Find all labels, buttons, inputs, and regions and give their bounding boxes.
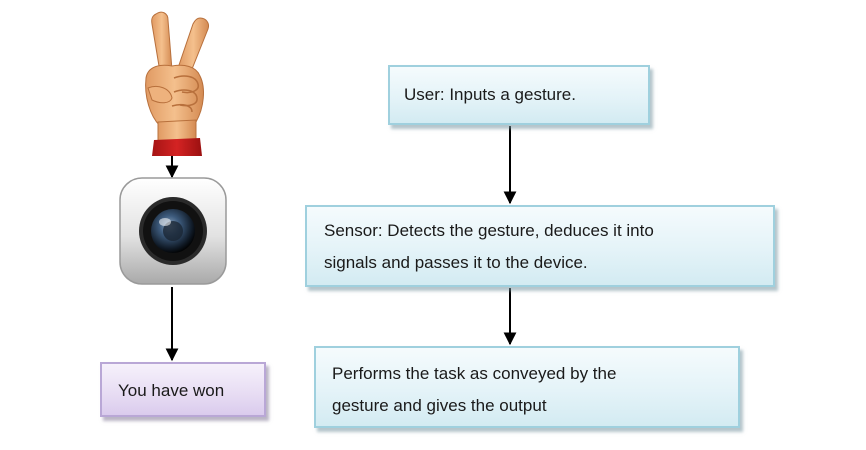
sensor-step-text-line1: Sensor: Detects the gesture, deduces it … [324,221,654,240]
camera-icon [119,177,227,285]
perform-step-text-line1: Performs the task as conveyed by the [332,364,617,383]
user-input-step-box: User: Inputs a gesture. [388,65,650,125]
user-input-step-text: User: Inputs a gesture. [404,85,576,104]
result-text: You have won [118,381,225,400]
perform-task-step-box: Performs the task as conveyed by the ges… [314,346,740,428]
sensor-step-text-line2: signals and passes it to the device. [324,253,588,273]
perform-step-text-line2: gesture and gives the output [332,396,547,416]
sensor-step-box: Sensor: Detects the gesture, deduces it … [305,205,775,287]
victory-hand-icon [145,11,209,156]
result-box: You have won [100,362,266,417]
